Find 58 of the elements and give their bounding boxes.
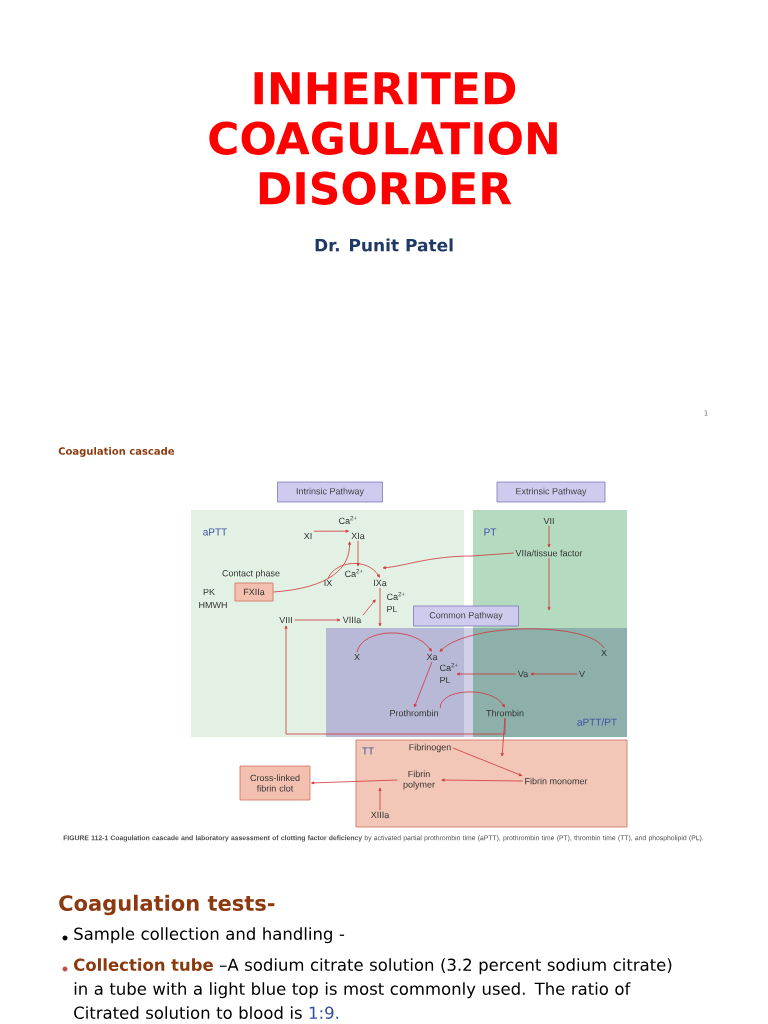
factor-label: XI xyxy=(303,532,312,540)
arrow xyxy=(378,787,382,811)
factor-label: Fibrinogen xyxy=(409,743,451,753)
arrow xyxy=(378,587,382,627)
arrow xyxy=(456,672,517,676)
diagram-label: HMWH xyxy=(199,601,227,609)
arrow xyxy=(439,628,605,652)
factor-label: Va xyxy=(517,670,529,678)
edge-label: Ca$^{2+}$ xyxy=(344,568,364,578)
factor-label: Fibrin monomer xyxy=(525,777,588,785)
diagram-label: PK xyxy=(203,588,215,596)
arrow xyxy=(547,525,551,548)
title: INHERITED COAGULATION DISORDER xyxy=(209,72,557,205)
arrow xyxy=(439,691,505,709)
factor-label: X xyxy=(601,649,607,657)
arrow xyxy=(273,541,352,593)
section-heading: Coagulation cascade xyxy=(58,447,175,457)
arrow xyxy=(530,672,578,676)
arrow xyxy=(311,779,398,785)
factor-label: VIIIa xyxy=(342,616,362,624)
factor-label: VII xyxy=(543,517,554,525)
factor-label: IXa xyxy=(374,579,387,587)
arrow xyxy=(547,557,551,611)
diagram-label: PL xyxy=(440,676,451,684)
section-heading: Coagulation tests- xyxy=(59,894,275,916)
arrow xyxy=(413,661,433,708)
pathway-label-box: Common Pathway xyxy=(413,605,519,627)
arrow xyxy=(356,540,360,567)
diagram-label: PL xyxy=(387,605,398,613)
factor-label: VIII xyxy=(279,616,292,624)
bullet-item: Collection tube –A sodium citrate solution (3.2 percent sodium citrate) in a tube with a light blue top is most commonly used. The ratio of Citrated solution to blood is 1:9. xyxy=(74,958,672,1019)
edge-label: Ca$^{2+}$ xyxy=(338,515,358,525)
factor-label: Fibrin polymer xyxy=(403,770,435,790)
arrow xyxy=(500,717,506,757)
factor-label: VIIa/tissue factor xyxy=(515,549,583,557)
bullet-item: Sample collection and handling - xyxy=(74,927,345,944)
pathway-label-box: Intrinsic Pathway xyxy=(277,481,383,503)
arrow xyxy=(382,552,515,570)
arrow xyxy=(313,529,349,533)
arrow xyxy=(356,632,432,653)
diagram-label: Ca$^{2+}$ xyxy=(440,662,458,672)
arrow xyxy=(452,747,523,776)
factor-label: Thrombin xyxy=(486,709,524,717)
arrow xyxy=(284,625,506,735)
pathway-label-box: Extrinsic Pathway xyxy=(496,481,606,503)
arrow xyxy=(294,618,341,622)
arrow xyxy=(362,599,376,616)
node-caption: Contact phase xyxy=(222,569,280,579)
diagram-label: Ca$^{2+}$ xyxy=(387,591,405,601)
factor-box: FXIIa xyxy=(234,582,274,602)
factor-label: IX xyxy=(324,579,333,587)
factor-label: XIIIa xyxy=(370,811,390,819)
product-box: Cross-linked fibrin clot xyxy=(239,765,311,801)
factor-label: V xyxy=(579,670,585,678)
arrow xyxy=(441,778,524,782)
factor-label: XIa xyxy=(351,532,365,540)
author-name: Dr. Punit Patel xyxy=(315,238,453,252)
arrow xyxy=(327,563,380,579)
